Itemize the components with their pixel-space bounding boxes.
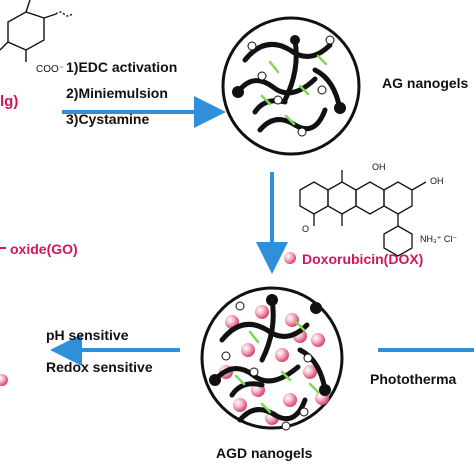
redox-sensitive-label: Redox sensitive (46, 359, 153, 375)
agd-nanogels-label: AGD nanogels (216, 445, 313, 461)
alginate-label-fragment: lg) (0, 93, 18, 110)
graphene-oxide-label-fragment: oxide(GO) (10, 241, 78, 257)
nh3-cl-label: NH₃⁺ Cl⁻ (420, 234, 457, 244)
dox-particle-legend (284, 252, 296, 264)
agd-nanogel (200, 286, 344, 431)
doxorubicin-structure (299, 170, 427, 257)
o-label-ring: O (302, 224, 309, 234)
alginate-structure-fragment (0, 0, 73, 62)
ph-sensitive-label: pH sensitive (46, 327, 129, 343)
step-miniemulsion: 2)Miniemulsion (66, 85, 168, 101)
oh-label-top: OH (372, 162, 386, 172)
ag-nanogels-label: AG nanogels (382, 75, 469, 91)
doxorubicin-label: Doxorubicin(DOX) (302, 251, 423, 267)
coo-label: COO⁻ (36, 64, 64, 75)
step-edc-activation: 1)EDC activation (66, 59, 177, 75)
released-dox-particle (0, 374, 8, 386)
photothermal-label: Phototherma (370, 371, 457, 387)
oh-label-right: OH (430, 176, 444, 186)
step-cystamine: 3)Cystamine (66, 111, 149, 127)
ag-nanogel (221, 16, 361, 156)
